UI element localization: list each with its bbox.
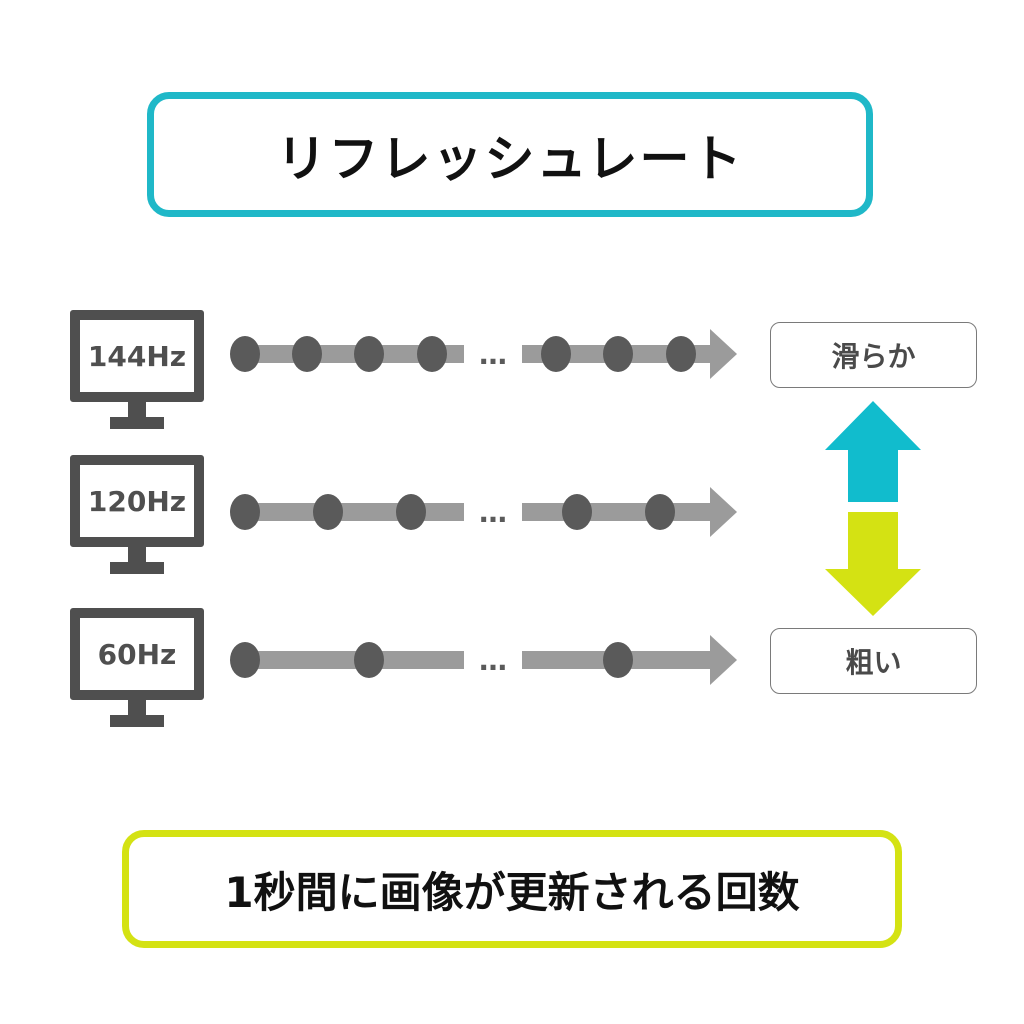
monitor-base [110, 562, 164, 574]
frame-dot [313, 494, 343, 530]
frame-dot [230, 336, 260, 372]
frame-dot [645, 494, 675, 530]
monitor-base [110, 417, 164, 429]
frame-dot [603, 642, 633, 678]
frame-dot [666, 336, 696, 372]
track-left [232, 651, 464, 669]
arrow-head [710, 329, 737, 379]
track-left [232, 345, 464, 363]
definition-box: 1秒間に画像が更新される回数 [122, 830, 902, 948]
ellipsis: … [479, 496, 507, 529]
arrow-head [710, 635, 737, 685]
up-arrow-icon [825, 401, 921, 502]
ellipsis: … [479, 338, 507, 371]
monitor-screen: 120Hz [70, 455, 204, 547]
frame-dot [396, 494, 426, 530]
ellipsis: … [479, 644, 507, 677]
frame-dot [292, 336, 322, 372]
monitor-icon: 120Hz [70, 455, 204, 575]
frame-dot [354, 642, 384, 678]
rough-label-text: 粗い [845, 646, 902, 679]
track-left [232, 503, 464, 521]
monitor-neck [128, 547, 146, 564]
frame-dot [603, 336, 633, 372]
monitor-neck [128, 700, 146, 717]
rate-label: 120Hz [87, 484, 187, 518]
rate-label: 60Hz [97, 637, 177, 671]
timeline-row-144hz: … [230, 329, 737, 379]
arrow-head [710, 487, 737, 537]
frame-dot [354, 336, 384, 372]
frame-dot [230, 494, 260, 530]
timeline-row-60hz: … [230, 635, 737, 685]
frame-dot [562, 494, 592, 530]
frame-dot [417, 336, 447, 372]
smooth-label: 滑らか [770, 322, 977, 388]
monitor-icon: 144Hz [70, 310, 204, 430]
monitor-screen: 60Hz [70, 608, 204, 700]
monitor-base [110, 715, 164, 727]
definition-text: 1秒間に画像が更新される回数 [224, 867, 800, 917]
monitor-icon: 60Hz [70, 608, 204, 728]
monitor-neck [128, 402, 146, 419]
down-arrow-icon [825, 512, 921, 616]
frame-dot [230, 642, 260, 678]
frame-dot [541, 336, 571, 372]
track-right [522, 503, 712, 521]
smooth-label-text: 滑らか [831, 340, 916, 373]
title-text: リフレッシュレート [276, 129, 744, 188]
monitor-screen: 144Hz [70, 310, 204, 402]
rough-label: 粗い [770, 628, 977, 694]
timeline-row-120hz: … [230, 487, 737, 537]
title-box: リフレッシュレート [147, 92, 873, 217]
rate-label: 144Hz [87, 339, 187, 373]
